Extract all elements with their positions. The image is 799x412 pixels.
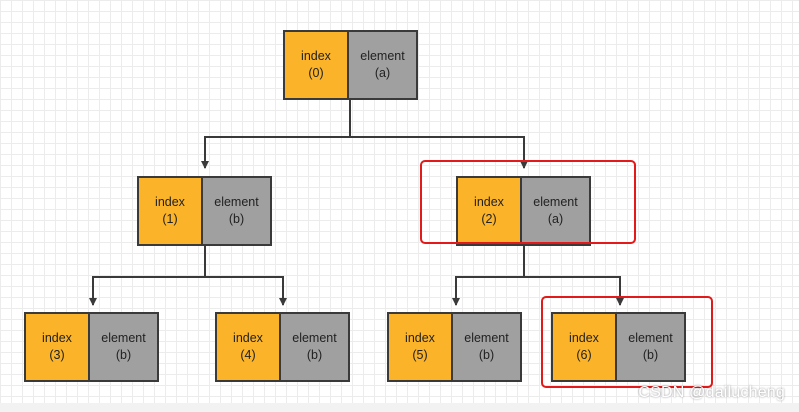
highlight-box-node-6 [541, 296, 713, 388]
index-cell: index (3) [24, 312, 90, 382]
tree-node-1: index (1) element (b) [137, 176, 272, 246]
element-value: (a) [374, 66, 391, 80]
element-value: (b) [306, 348, 323, 362]
element-value: (b) [642, 348, 659, 362]
index-cell: index (6) [551, 312, 617, 382]
tree-node-4: index (4) element (b) [215, 312, 350, 382]
element-label: element [464, 331, 509, 345]
element-cell: element (a) [522, 176, 591, 246]
index-label: index [155, 195, 185, 209]
index-value: (1) [162, 212, 178, 226]
index-label: index [42, 331, 72, 345]
edge-2-6 [524, 276, 624, 306]
index-value: (3) [49, 348, 65, 362]
edge-2-5 [452, 246, 525, 306]
watermark: CSDN @dailucheng [638, 384, 785, 401]
index-cell: index (5) [387, 312, 453, 382]
index-value: (4) [240, 348, 256, 362]
highlight-box-node-2 [420, 160, 636, 244]
index-cell: index (2) [456, 176, 522, 246]
element-cell: element (b) [453, 312, 522, 382]
tree-node-5: index (5) element (b) [387, 312, 522, 382]
index-value: (2) [481, 212, 497, 226]
index-value: (0) [308, 66, 324, 80]
element-value: (a) [547, 212, 564, 226]
element-label: element [628, 331, 673, 345]
index-label: index [474, 195, 504, 209]
element-cell: element (b) [281, 312, 350, 382]
edge-0-1 [201, 100, 351, 169]
element-cell: element (b) [203, 176, 272, 246]
edge-1-3 [89, 246, 206, 306]
tree-node-0: index (0) element (a) [283, 30, 418, 100]
tree-node-2: index (2) element (a) [456, 176, 591, 246]
index-cell: index (4) [215, 312, 281, 382]
index-label: index [569, 331, 599, 345]
element-label: element [360, 49, 405, 63]
tree-node-3: index (3) element (b) [24, 312, 159, 382]
index-value: (5) [412, 348, 428, 362]
tree-node-6: index (6) element (b) [551, 312, 686, 382]
element-label: element [533, 195, 578, 209]
index-label: index [405, 331, 435, 345]
index-label: index [301, 49, 331, 63]
index-cell: index (1) [137, 176, 203, 246]
bottom-strip [0, 403, 799, 412]
element-cell: element (b) [617, 312, 686, 382]
edge-0-2 [350, 136, 528, 169]
index-label: index [233, 331, 263, 345]
element-value: (b) [228, 212, 245, 226]
edge-1-4 [205, 276, 287, 306]
element-label: element [292, 331, 337, 345]
index-cell: index (0) [283, 30, 349, 100]
element-label: element [101, 331, 146, 345]
element-cell: element (a) [349, 30, 418, 100]
element-value: (b) [478, 348, 495, 362]
element-value: (b) [115, 348, 132, 362]
index-value: (6) [576, 348, 592, 362]
element-cell: element (b) [90, 312, 159, 382]
element-label: element [214, 195, 259, 209]
